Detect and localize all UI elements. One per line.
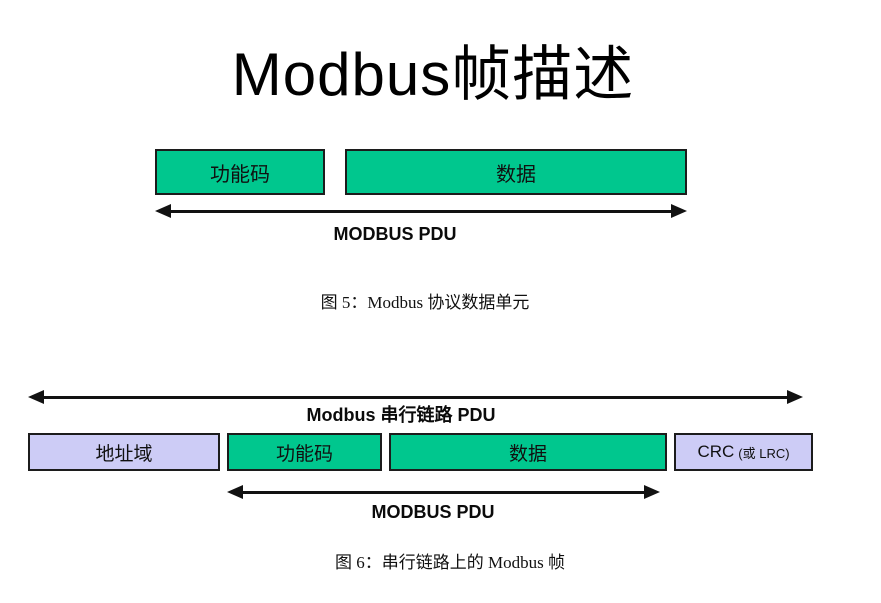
figure6-caption: 图 6：串行链路上的 Modbus 帧 bbox=[335, 553, 565, 572]
arrow-shaft bbox=[232, 491, 655, 494]
field-sublabel: (或 LRC) bbox=[738, 445, 790, 461]
field-label: 数据 bbox=[508, 443, 547, 465]
field-label: 数据 bbox=[496, 163, 536, 186]
serial-link-pdu-span-arrow bbox=[28, 390, 803, 405]
field-label: 地址域 bbox=[95, 443, 153, 465]
field-label: 功能码 bbox=[275, 443, 333, 465]
modbus-pdu-label: MODBUS PDU bbox=[333, 224, 457, 244]
pdu-field-data: 数据 bbox=[345, 149, 687, 195]
frame-field-function-code: 功能码 bbox=[227, 433, 382, 471]
arrow-shaft bbox=[33, 396, 798, 399]
figure5-caption: 图 5：Modbus 协议数据单元 bbox=[320, 293, 530, 312]
frame-field-crc: CRC (或 LRC) bbox=[674, 433, 813, 471]
frame-field-data: 数据 bbox=[389, 433, 667, 471]
arrow-shaft bbox=[160, 210, 682, 213]
modbus-pdu-span-arrow bbox=[155, 204, 687, 219]
page-title: Modbus帧描述 bbox=[231, 41, 635, 108]
serial-link-pdu-label: Modbus 串行链路 PDU bbox=[306, 405, 496, 425]
frame-field-address: 地址域 bbox=[28, 433, 220, 471]
field-label: CRC bbox=[697, 442, 735, 461]
modbus-pdu-span-arrow bbox=[227, 485, 660, 500]
field-label: 功能码 bbox=[210, 163, 270, 186]
pdu-field-function-code: 功能码 bbox=[155, 149, 325, 195]
modbus-pdu-label: MODBUS PDU bbox=[371, 502, 495, 522]
